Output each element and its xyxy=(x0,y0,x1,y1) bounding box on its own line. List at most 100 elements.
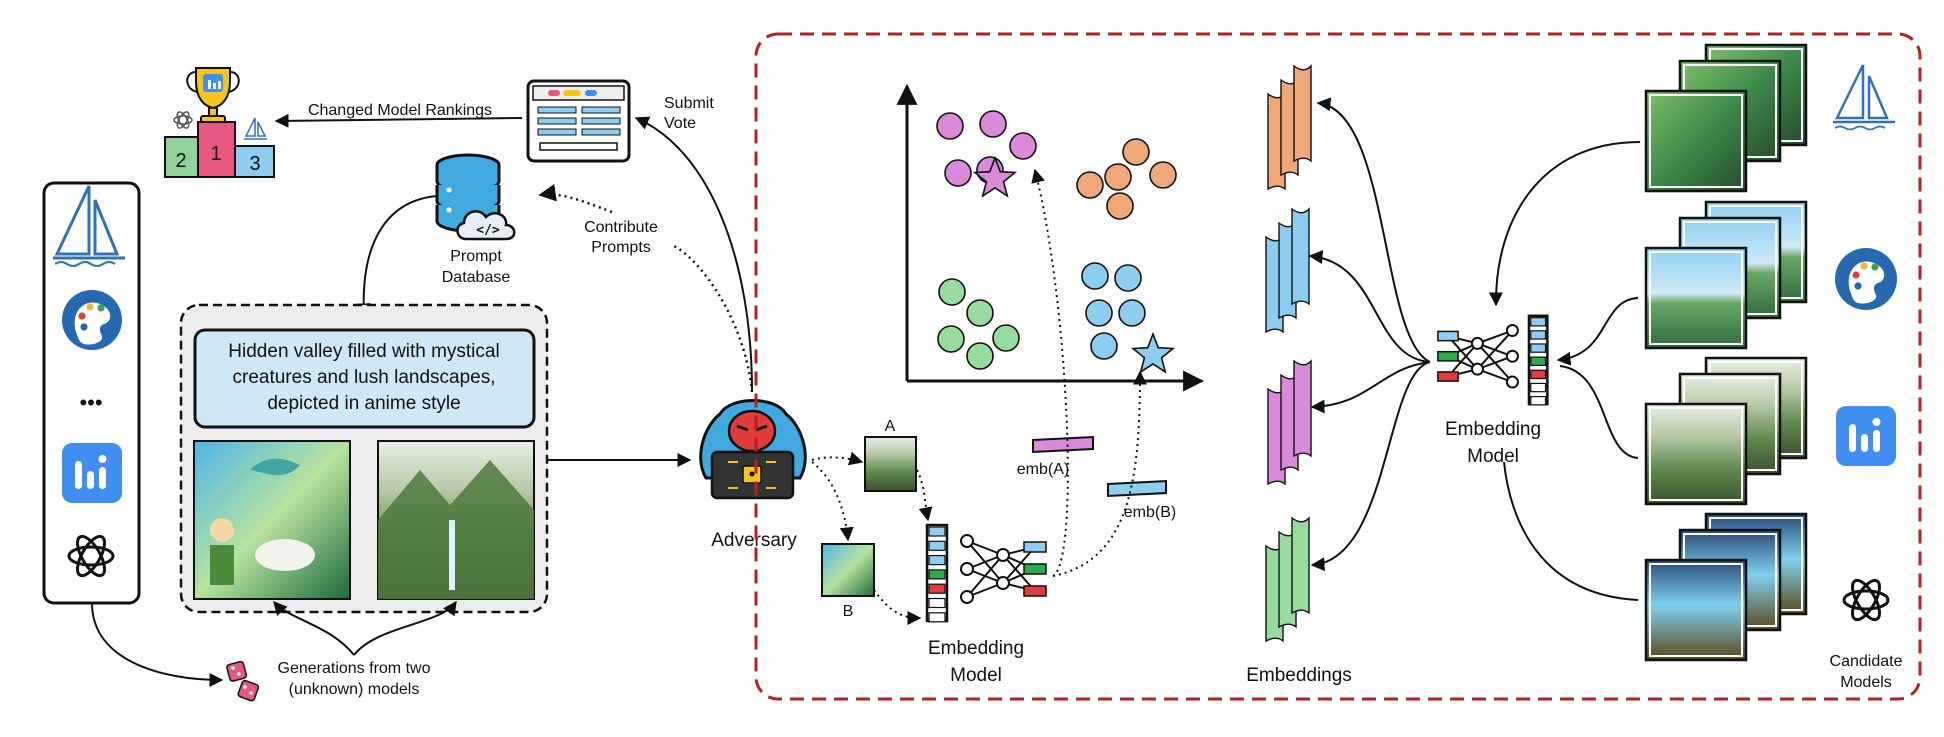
openai-knot-icon xyxy=(173,111,193,129)
embedding-model-left-icon xyxy=(925,523,1047,623)
submit-vote-label-1: Submit xyxy=(664,95,714,112)
nn-node xyxy=(1470,336,1484,350)
scatter-point-pink xyxy=(944,159,972,187)
prompt-database-label-1: Prompt xyxy=(450,248,502,265)
emb-a-vector xyxy=(1032,435,1094,454)
generated-image-a xyxy=(193,440,351,600)
embedding-strip xyxy=(1291,207,1310,306)
scatter-point-blue xyxy=(1090,332,1118,360)
nn-output-cell xyxy=(1437,371,1459,382)
openai-knot-icon xyxy=(67,534,115,578)
embedding-model-right-label-2: Model xyxy=(1467,446,1519,467)
embedding-strip xyxy=(1293,64,1312,163)
nn-output-cell xyxy=(1437,350,1459,362)
nn-node xyxy=(1505,375,1519,389)
image-a-label: A xyxy=(885,418,896,435)
rankings-arrow xyxy=(274,113,523,128)
rank-2: 2 xyxy=(175,150,186,172)
scatter-point-orange xyxy=(1104,163,1132,191)
scatter-point-blue xyxy=(1085,299,1113,327)
palette-icon xyxy=(62,290,122,350)
adversary-to-b-arrow xyxy=(811,461,854,542)
scatter-point-green xyxy=(992,324,1020,352)
nn-column-cell xyxy=(928,612,946,623)
embeddings-stack xyxy=(1265,64,1312,643)
image-a-brace-arrow xyxy=(273,600,355,656)
dice-icon xyxy=(226,660,260,702)
scatter-point-green xyxy=(966,342,994,370)
nn-column-cell xyxy=(1530,343,1547,353)
query-image-b xyxy=(821,543,875,597)
candidate-image-border xyxy=(1649,563,1743,657)
prompt-text-1: Hidden valley filled with mystical xyxy=(228,341,499,362)
candidate-models-label-1: Candidate xyxy=(1830,653,1903,670)
prompt-box xyxy=(193,328,536,429)
scatter-point-pink xyxy=(936,112,964,140)
nn-edge xyxy=(966,554,1004,598)
generations-label-2: (unknown) models xyxy=(289,681,420,698)
nn-column-cell xyxy=(928,526,946,537)
stack2-to-model-arrow xyxy=(1556,297,1639,366)
sailboat-icon xyxy=(244,117,267,140)
nn-edge xyxy=(1447,342,1479,378)
nn-column-cell xyxy=(1530,382,1547,393)
scatter-point-green xyxy=(938,278,966,306)
database-icon: </> xyxy=(435,153,516,241)
database-to-prompt-arrow xyxy=(356,195,438,318)
scatter-point-orange xyxy=(1106,192,1134,220)
scatter-point-pink xyxy=(1009,132,1037,160)
nn-node xyxy=(1505,349,1519,363)
embedding-model-right-label-1: Embedding xyxy=(1445,419,1541,440)
embeddings-label: Embeddings xyxy=(1246,665,1352,686)
submit-vote-label-2: Vote xyxy=(664,115,696,132)
scatter-point-blue xyxy=(1118,299,1146,327)
candidate-image-1 xyxy=(1644,89,1748,193)
candidate-image-3 xyxy=(1644,402,1748,506)
model-sidebar: ••• xyxy=(42,181,141,605)
b-to-embedder-arrow xyxy=(873,589,922,625)
nn-node xyxy=(1470,362,1484,376)
nn-output-cell xyxy=(1023,585,1047,597)
stack3-to-model-arrow xyxy=(1559,365,1639,459)
contribute-prompts-label-1: Contribute xyxy=(584,219,658,236)
a-to-embedder-arrow xyxy=(916,469,933,522)
embedding-model-right-icon xyxy=(1437,314,1549,406)
candidate-image-border xyxy=(1649,94,1743,188)
nn-column-cell xyxy=(1530,369,1547,380)
rank-1: 1 xyxy=(210,143,221,165)
nn-edge xyxy=(1002,546,1036,584)
embedding-scatter-plot xyxy=(896,83,1205,392)
prompt-text-2: creatures and lush landscapes, xyxy=(233,367,496,388)
bar-logo-icon xyxy=(62,443,122,503)
query-star-a xyxy=(972,155,1018,198)
nn-node xyxy=(960,562,974,576)
podium-second xyxy=(164,136,199,178)
stack1-to-model-arrow xyxy=(1488,141,1641,307)
nn-node xyxy=(960,534,974,548)
adversary-to-vote-arrow xyxy=(634,116,753,393)
scatter-point-orange xyxy=(1149,161,1177,189)
changed-rankings-label: Changed Model Rankings xyxy=(308,102,492,119)
embedding-strip xyxy=(1291,516,1310,615)
candidate-image-border xyxy=(1649,251,1743,345)
candidate-image-4 xyxy=(1644,558,1748,662)
bar-logo-icon xyxy=(1836,406,1896,466)
attack-region xyxy=(754,32,1922,701)
embedder-to-emb-a-arrow xyxy=(1031,168,1069,577)
contribute-prompts-arrow-head xyxy=(538,184,613,214)
nn-column-cell xyxy=(1530,395,1547,406)
generated-image-b xyxy=(377,440,535,600)
scatter-point-blue xyxy=(1081,262,1109,290)
scatter-point-blue xyxy=(1114,264,1142,292)
nn-column-cell xyxy=(928,597,946,609)
nn-output-cell xyxy=(1437,330,1459,342)
trophy-icon xyxy=(186,67,240,124)
adversary-label: Adversary xyxy=(711,530,797,551)
model-to-emb-blue-arrow xyxy=(1308,250,1431,363)
nn-column-cell xyxy=(1530,356,1547,366)
nn-column-cell xyxy=(928,554,946,566)
scatter-point-green xyxy=(966,299,994,327)
sidebar-to-dice-arrow xyxy=(91,602,224,687)
